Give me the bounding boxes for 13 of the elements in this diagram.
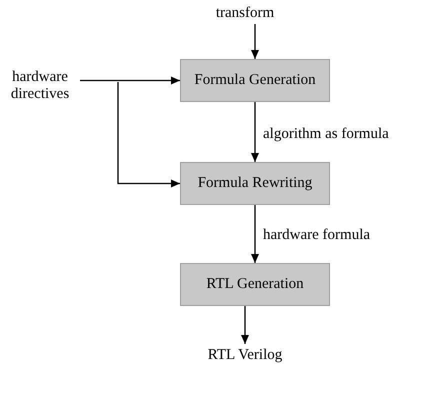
process-box: Formula Generation [180,59,330,102]
arrow [251,205,259,263]
arrow [80,76,180,84]
edge-label: algorithm as formula [261,126,391,143]
node-text: RTL Verilog [195,344,295,366]
arrow [251,102,259,162]
process-box: Formula Rewriting [180,162,330,205]
node-text: hardware directives [2,66,78,106]
process-box: RTL Generation [180,263,330,306]
arrow [251,24,259,59]
arrow [117,82,180,188]
node-text: transform [205,2,285,24]
arrow [241,306,249,344]
